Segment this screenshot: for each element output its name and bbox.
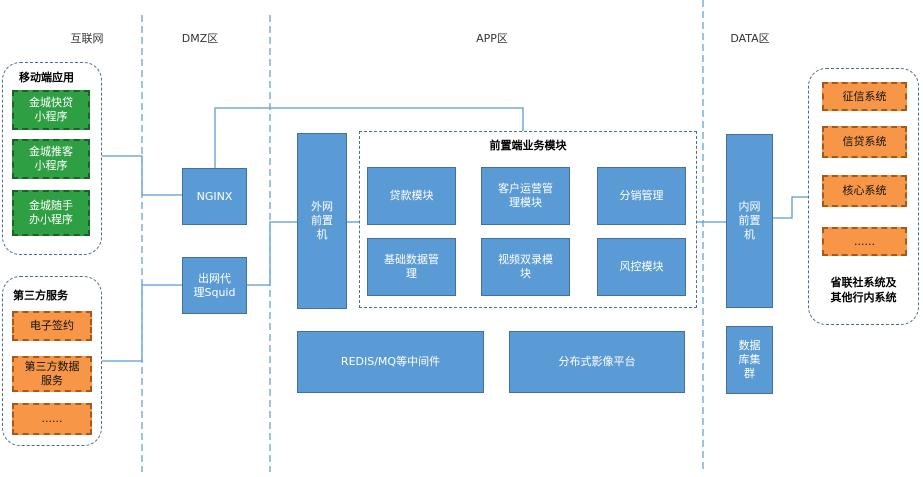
- system-core: 核心系统: [822, 175, 907, 207]
- connector-thirdparty-proxy: [102, 284, 182, 362]
- zone-label-dmz: DMZ区: [181, 32, 219, 45]
- third-party-data-service: 第三方数据 服务: [12, 356, 92, 392]
- third-party-more: ......: [12, 403, 92, 435]
- nginx-box: NGINX: [182, 168, 247, 225]
- system-credit-report: 征信系统: [822, 82, 907, 111]
- zone-label-data: DATA区: [730, 32, 770, 45]
- mobile-app-kuaidai: 金城快贷 小程序: [12, 90, 90, 130]
- module-loan: 贷款模块: [367, 167, 456, 225]
- mobile-app-tuike: 金城推客 小程序: [12, 139, 90, 179]
- external-gateway-box: 外网 前置 机: [297, 133, 347, 309]
- right-systems-title: 省联社系统及 其他行内系统: [830, 276, 897, 304]
- mobile-apps-title: 移动端应用: [19, 71, 74, 84]
- third-party-title: 第三方服务: [13, 289, 68, 302]
- module-distribution: 分销管理: [597, 167, 686, 225]
- connector-proxy-gateway: [247, 221, 297, 286]
- mobile-app-suishouban: 金城随手 办小程序: [12, 190, 90, 236]
- module-basic-data: 基础数据管 理: [367, 238, 456, 296]
- connector-mobile-nginx: [102, 155, 182, 196]
- business-modules-title: 前置端业务模块: [489, 139, 567, 152]
- middleware-box: REDIS/MQ等中间件: [297, 331, 484, 393]
- connector-nginx-modules: [214, 107, 524, 168]
- internal-gateway-box: 内网 前置 机: [726, 134, 773, 308]
- system-more: ......: [822, 227, 907, 256]
- zone-label-app: APP区: [476, 32, 508, 45]
- squid-proxy-box: 出网代 理Squid: [182, 257, 247, 314]
- system-credit-loan: 信贷系统: [822, 126, 907, 158]
- connector-internal-right: [773, 196, 808, 219]
- module-customer-ops: 客户运营管 理模块: [481, 167, 570, 225]
- module-risk-control: 风控模块: [597, 238, 686, 296]
- database-cluster-box: 数据 库集 群: [726, 326, 773, 394]
- zone-label-internet: 互联网: [70, 32, 104, 45]
- module-video-recording: 视频双录模 块: [481, 238, 570, 296]
- image-platform-box: 分布式影像平台: [509, 331, 685, 393]
- third-party-esign: 电子签约: [12, 311, 92, 341]
